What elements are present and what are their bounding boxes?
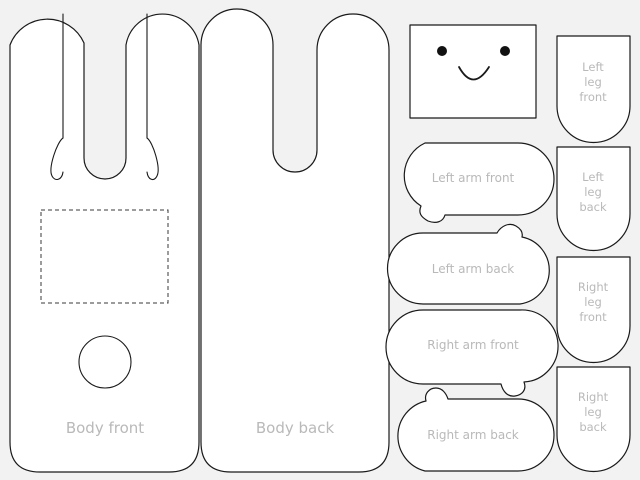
body-back-piece: Body back <box>200 8 390 473</box>
left-leg-back-outline <box>556 146 631 252</box>
right-arm-front-piece: Right arm front <box>385 309 559 397</box>
body-front-label: Body front <box>66 419 144 437</box>
right-leg-front-piece: Right leg front <box>556 256 631 364</box>
body-front-piece: Body front <box>9 13 200 473</box>
left-leg-back-piece: Left leg back <box>556 146 631 252</box>
body-back-label: Body back <box>256 419 335 437</box>
right-leg-back-label-3: back <box>579 420 607 434</box>
right-leg-back-label-2: leg <box>584 405 602 419</box>
left-leg-front-piece: Left leg front <box>556 35 631 144</box>
left-leg-back-label-3: back <box>579 200 607 214</box>
right-arm-front-label: Right arm front <box>427 338 519 352</box>
left-leg-back-label-1: Left <box>582 170 604 184</box>
right-arm-back-outline <box>397 387 555 472</box>
left-leg-front-label-3: front <box>579 90 607 104</box>
left-eye <box>437 46 447 56</box>
left-arm-back-piece: Left arm back <box>386 223 550 305</box>
right-leg-back-label-1: Right <box>578 390 609 404</box>
right-arm-back-piece: Right arm back <box>397 387 555 472</box>
right-leg-front-label-3: front <box>579 310 607 324</box>
left-arm-back-label: Left arm back <box>432 262 515 276</box>
right-leg-back-outline <box>556 366 631 473</box>
right-leg-front-outline <box>556 256 631 364</box>
right-leg-front-label-1: Right <box>578 280 609 294</box>
face-piece <box>409 24 537 119</box>
right-leg-back-piece: Right leg back <box>556 366 631 473</box>
left-leg-front-outline <box>556 35 631 144</box>
face-outline <box>409 24 537 119</box>
button-placement-circle <box>78 335 132 389</box>
body-front-outline <box>9 13 200 473</box>
left-leg-back-label-2: leg <box>584 185 602 199</box>
right-ear-dart <box>146 137 159 181</box>
right-arm-back-label: Right arm back <box>427 428 519 442</box>
left-arm-back-outline <box>386 223 550 305</box>
right-eye <box>500 46 510 56</box>
left-arm-front-label: Left arm front <box>432 171 515 185</box>
body-back-outline <box>200 8 390 473</box>
smile-mouth <box>458 66 490 81</box>
left-leg-front-label-1: Left <box>582 60 604 74</box>
right-arm-front-outline <box>385 309 559 397</box>
right-leg-front-label-2: leg <box>584 295 602 309</box>
left-leg-front-label-2: leg <box>584 75 602 89</box>
left-ear-dart <box>50 137 64 181</box>
pocket-placement-dashed <box>40 209 169 304</box>
left-arm-front-piece: Left arm front <box>403 142 555 223</box>
left-arm-front-outline <box>403 142 555 223</box>
